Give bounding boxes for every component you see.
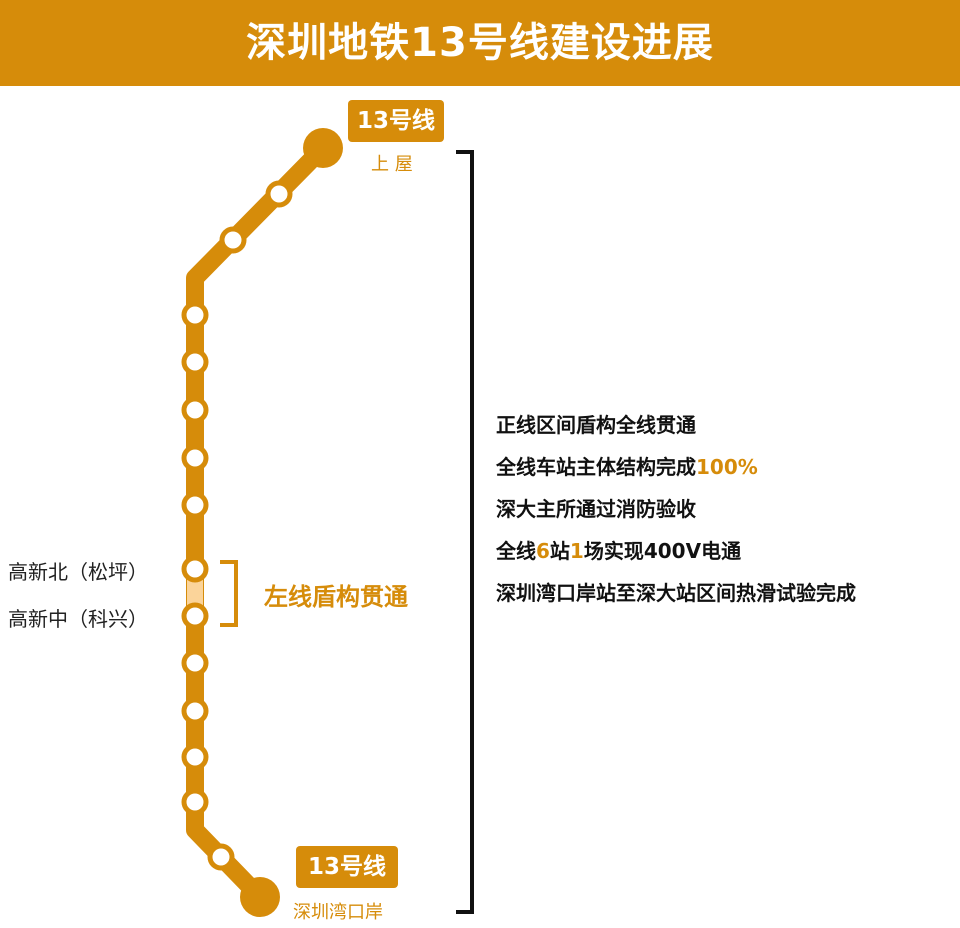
station-node — [181, 743, 209, 771]
station-node — [181, 348, 209, 376]
section-label: 左线盾构贯通 — [264, 583, 408, 611]
terminal-name-north: 上 屋 — [371, 154, 413, 175]
header-bar: 深圳地铁13号线建设进展 — [0, 0, 960, 86]
progress-text: 全线车站主体结构完成 — [496, 455, 696, 479]
progress-item: 深大主所通过消防验收 — [496, 488, 856, 530]
terminal-station-shangwu — [303, 128, 343, 168]
line-13-track — [186, 139, 332, 904]
station-label-gaoxinbei: 高新北（松坪） — [8, 560, 148, 584]
section-bracket — [220, 560, 238, 627]
station-label-gaoxinzhong: 高新中（科兴） — [8, 607, 148, 631]
station-node — [181, 788, 209, 816]
progress-text: 深大主所通过消防验收 — [496, 497, 696, 521]
station-node — [181, 697, 209, 725]
progress-text: 全线 — [496, 539, 536, 563]
terminal-name-south: 深圳湾口岸 — [293, 902, 383, 923]
terminal-badge-north: 13号线 — [348, 100, 444, 142]
station-node — [181, 649, 209, 677]
progress-text: 站 — [549, 539, 570, 563]
terminal-badge-south: 13号线 — [296, 846, 398, 888]
progress-highlight-text: 1 — [569, 539, 584, 563]
progress-text: 场实现400V电通 — [583, 539, 742, 563]
progress-item: 深圳湾口岸站至深大站区间热滑试验完成 — [496, 572, 856, 614]
progress-text: 深圳湾口岸站至深大站区间热滑试验完成 — [496, 581, 856, 605]
progress-text: 正线区间盾构全线贯通 — [496, 413, 696, 437]
progress-highlight-text: 100% — [696, 455, 758, 479]
progress-item: 全线6站1场实现400V电通 — [496, 530, 856, 572]
tunnel-breakthrough-segment — [187, 578, 203, 606]
terminal-station-shenzhenwan — [240, 877, 280, 917]
station-node — [181, 301, 209, 329]
progress-item: 正线区间盾构全线贯通 — [496, 404, 856, 446]
station-node — [181, 491, 209, 519]
progress-item: 全线车站主体结构完成100% — [496, 446, 856, 488]
station-node-gaoxinbei — [181, 555, 209, 583]
station-node — [207, 843, 235, 871]
station-node — [181, 444, 209, 472]
station-node-gaoxinzhong — [181, 602, 209, 630]
progress-highlight-text: 6 — [536, 539, 550, 563]
page-title: 深圳地铁13号线建设进展 — [246, 20, 714, 66]
station-node — [265, 180, 293, 208]
station-node — [181, 396, 209, 424]
progress-list: 正线区间盾构全线贯通全线车站主体结构完成100%深大主所通过消防验收全线6站1场… — [496, 404, 856, 614]
progress-bracket — [456, 150, 474, 914]
station-node — [219, 226, 247, 254]
